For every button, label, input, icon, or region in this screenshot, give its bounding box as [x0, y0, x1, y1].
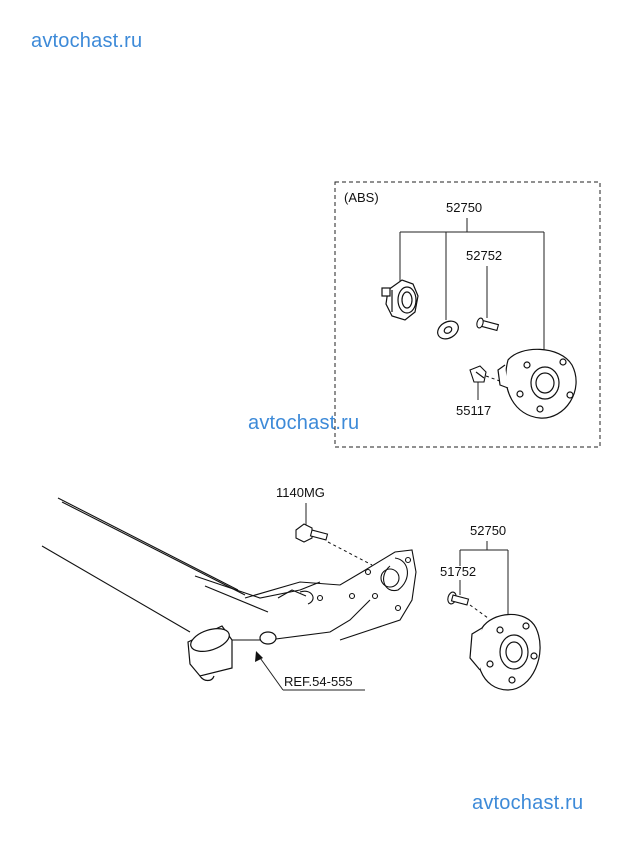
abs-washer: [437, 320, 459, 340]
part-51752: 51752: [440, 564, 476, 579]
axle-bushing: [187, 625, 277, 682]
part-52752: 52752: [466, 248, 502, 263]
watermark-bottom: avtochast.ru: [472, 792, 584, 814]
lower-hub-assembly: [469, 613, 541, 691]
ref-arrow: [255, 651, 263, 662]
part-52750-abs: 52750: [446, 200, 482, 215]
bolt-1140mg-leader: [327, 541, 373, 566]
abs-screw: [469, 365, 487, 383]
watermark-top: avtochast.ru: [31, 30, 143, 52]
abs-leader-lines: [399, 218, 545, 400]
part-1140mg: 1140MG: [276, 485, 325, 500]
lower-hub-bolt: [447, 591, 470, 606]
part-52750-lower: 52750: [470, 523, 506, 538]
abs-hub-assembly: [497, 348, 577, 419]
abs-box: [334, 181, 601, 448]
lower-hub-bolt-leader: [469, 604, 489, 619]
ref-54-555: REF.54-555: [284, 674, 353, 689]
bolt-1140mg: [295, 523, 329, 543]
watermark-middle: avtochast.ru: [248, 412, 360, 434]
rear-axle-beam: [41, 497, 417, 641]
abs-hub-bolt: [476, 317, 500, 332]
abs-sensor-ring: [381, 279, 419, 321]
lower-leader-lines: [257, 503, 509, 691]
abs-label: (ABS): [344, 190, 379, 205]
part-55117: 55117: [456, 403, 491, 418]
